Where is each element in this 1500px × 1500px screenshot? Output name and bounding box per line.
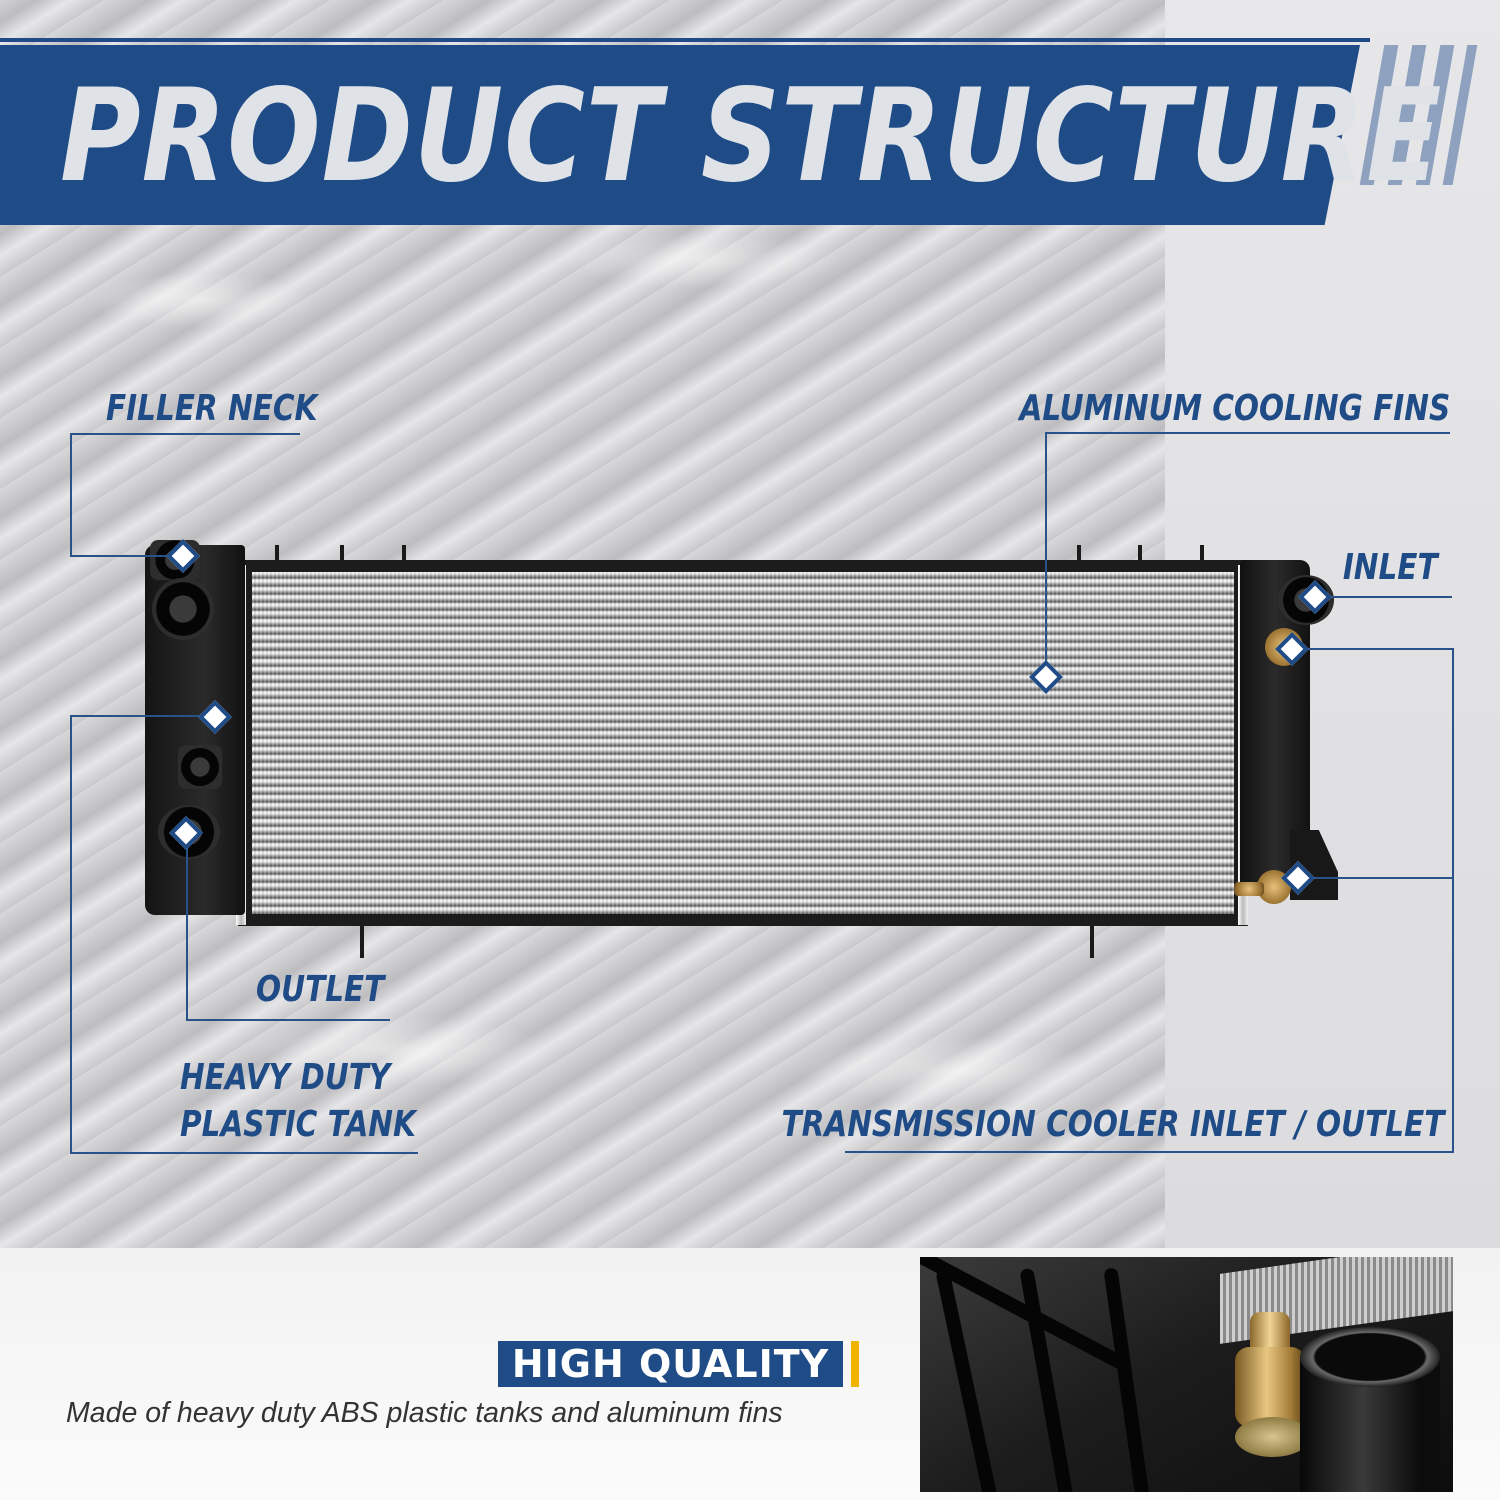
callout-line: [1316, 596, 1452, 598]
trans-cooler-nipple: [1234, 882, 1264, 896]
feature-description: Made of heavy duty ABS plastic tanks and…: [66, 1397, 783, 1429]
fitting-washer: [1235, 1417, 1310, 1457]
feature-heading: HIGH QUALITY: [511, 1342, 830, 1386]
label-aluminum-cooling-fins: ALUMINUM COOLING FINS: [1019, 388, 1450, 429]
page-title: PRODUCT STRUCTURE: [60, 62, 1443, 211]
label-inlet: INLET: [1343, 547, 1438, 588]
callout-line: [1292, 648, 1454, 650]
tank-rib: [1019, 1267, 1075, 1492]
callout-line: [70, 715, 72, 1153]
outlet-pipe-opening: [1300, 1327, 1440, 1387]
callout-line: [845, 1151, 1454, 1153]
brass-fitting-nut: [1235, 1347, 1305, 1427]
callout-line: [1045, 432, 1047, 677]
mount-pin: [360, 922, 364, 958]
callout-line: [1452, 648, 1454, 1152]
title-banner: [0, 45, 1360, 225]
feature-heading-box: [498, 1341, 843, 1387]
callout-line: [70, 715, 215, 717]
mount-pin: [1090, 922, 1094, 958]
mount-bracket: [402, 545, 406, 569]
feature-accent-bar: [851, 1341, 859, 1387]
mount-bracket: [1200, 545, 1204, 569]
banner-top-line: [0, 38, 1370, 42]
filler-neck-port: [152, 578, 214, 640]
callout-line: [186, 832, 188, 1020]
mount-bracket: [340, 545, 344, 569]
callout-line: [70, 555, 180, 557]
mount-bracket: [275, 545, 279, 569]
label-outlet: OUTLET: [256, 969, 385, 1010]
mount-bracket: [1077, 545, 1081, 569]
label-transmission-cooler: TRANSMISSION COOLER INLET / OUTLET: [781, 1104, 1444, 1145]
callout-line: [70, 433, 72, 557]
mount-bracket: [1138, 545, 1142, 569]
callout-line: [70, 433, 300, 435]
label-filler-neck: FILLER NECK: [106, 388, 318, 429]
drain-plug: [178, 745, 222, 789]
callout-line: [186, 1019, 390, 1021]
tank-rib: [1103, 1267, 1151, 1492]
detail-photo: [920, 1257, 1453, 1492]
callout-line: [1045, 432, 1450, 434]
cooling-core: [252, 572, 1234, 914]
label-tank-line1: HEAVY DUTY: [180, 1057, 391, 1098]
label-tank-line2: PLASTIC TANK: [180, 1104, 416, 1145]
callout-line: [1298, 877, 1454, 879]
tank-rib: [935, 1268, 999, 1492]
callout-line: [70, 1152, 418, 1154]
